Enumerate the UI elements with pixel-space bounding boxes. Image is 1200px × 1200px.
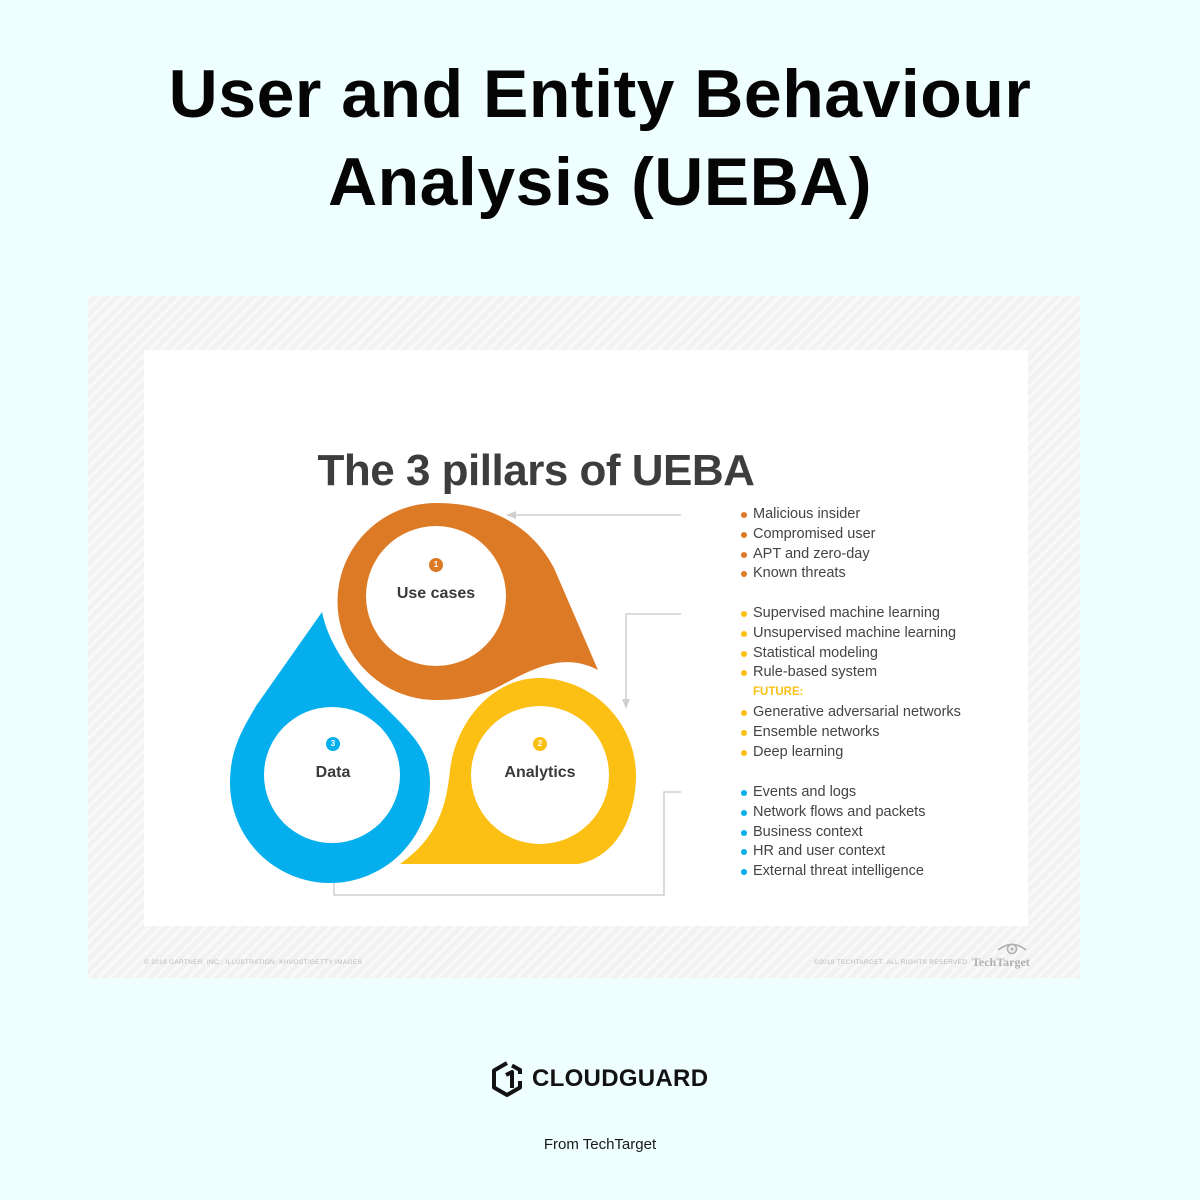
bullet-icon <box>741 512 747 518</box>
techtarget-logo: TechTarget <box>972 941 1032 971</box>
list-item: Events and logs <box>741 783 925 803</box>
figure-frame: The 3 pillars of UEBA 1 Use cases 2 Anal… <box>88 296 1080 978</box>
data-list: Events and logs Network flows and packet… <box>741 783 925 882</box>
bullet-icon <box>741 650 747 657</box>
bullet-icon <box>741 531 747 538</box>
list-item: Network flows and packets <box>741 803 925 823</box>
list-item: Known threats <box>741 564 876 584</box>
page-title-line-1: User and Entity Behaviour <box>168 56 1032 132</box>
bullet-icon <box>741 729 747 736</box>
list-item: Compromised user <box>741 525 876 545</box>
list-item: External threat intelligence <box>741 862 925 882</box>
source-caption: From TechTarget <box>543 1136 657 1153</box>
bullet-icon <box>741 849 747 856</box>
list-item: APT and zero-day <box>741 545 876 565</box>
cloudguard-brand: CLOUDGUARD <box>490 1061 708 1097</box>
pillar-label-analytics: Analytics <box>504 764 576 781</box>
list-item: Statistical modeling <box>741 644 961 664</box>
bullet-icon <box>741 670 747 677</box>
bullet-icon <box>741 869 747 876</box>
pillar-badge-use-cases: 1 <box>429 558 443 572</box>
list-item: Rule-based system <box>741 663 961 683</box>
bullet-icon <box>741 829 747 836</box>
brand-name: CLOUDGUARD <box>532 1065 709 1092</box>
credit-left: © 2018 GARTNER, INC.; ILLUSTRATION: KHVO… <box>144 959 363 966</box>
analytics-shape <box>400 678 636 864</box>
list-item: Generative adversarial networks <box>741 703 961 723</box>
use-cases-shape <box>337 503 598 700</box>
list-item: Unsupervised machine learning <box>741 624 961 644</box>
bullet-icon <box>741 809 747 816</box>
list-item: Malicious insider <box>741 505 876 525</box>
bullet-icon <box>741 611 747 617</box>
figure-card: The 3 pillars of UEBA 1 Use cases 2 Anal… <box>144 350 1028 926</box>
pillar-badge-analytics: 2 <box>533 737 547 751</box>
eye-icon <box>997 943 1027 955</box>
pillar-badge-data: 3 <box>326 737 340 751</box>
bullet-icon <box>741 749 747 756</box>
list-item: Business context <box>741 823 925 843</box>
bullet-icon <box>741 630 747 637</box>
bullet-icon <box>741 571 747 578</box>
pillar-label-data: Data <box>315 764 351 781</box>
bullet-icon <box>741 551 747 558</box>
list-item: Deep learning <box>741 743 961 763</box>
list-item: Supervised machine learning <box>741 604 961 624</box>
cloudguard-logo-icon <box>492 1061 522 1097</box>
pillar-label-use-cases: Use cases <box>396 585 476 602</box>
connector-lines <box>333 514 681 896</box>
bullet-icon <box>741 790 747 796</box>
credit-right: ©2018 TECHTARGET. ALL RIGHTS RESERVED <box>814 959 968 966</box>
figure-title: The 3 pillars of UEBA <box>317 446 755 495</box>
list-item: HR and user context <box>741 842 925 862</box>
analytics-list: Supervised machine learning Unsupervised… <box>741 604 961 762</box>
pillars-diagram <box>230 503 681 896</box>
page-title-line-2: Analysis (UEBA) <box>327 144 873 220</box>
list-item: Ensemble networks <box>741 723 961 743</box>
page-title: User and Entity Behaviour Analysis (UEBA… <box>0 50 1200 226</box>
use-cases-list: Malicious insider Compromised user APT a… <box>741 505 876 584</box>
bullet-icon <box>741 709 747 716</box>
future-label: FUTURE: <box>753 686 804 699</box>
